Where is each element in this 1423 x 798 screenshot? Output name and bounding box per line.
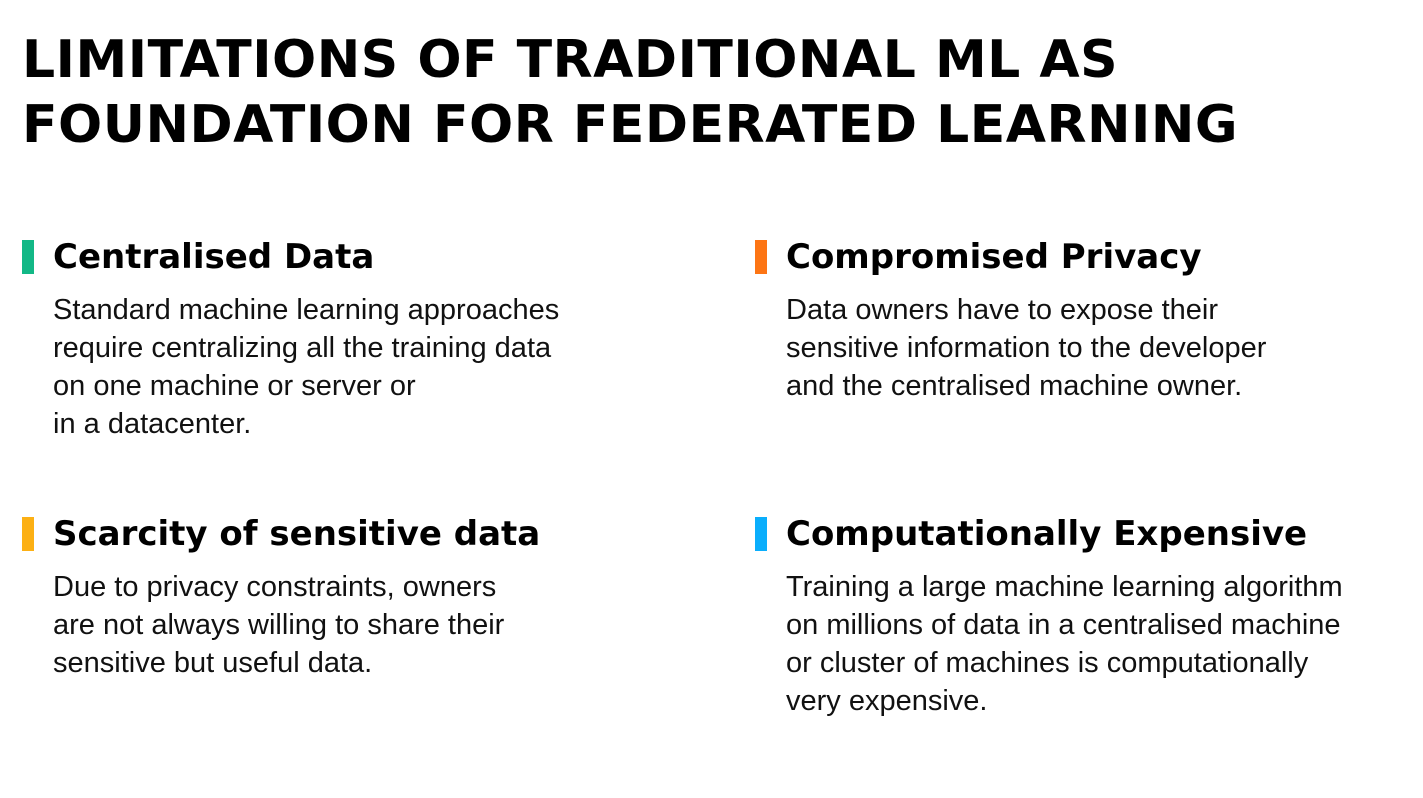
card-heading: Compromised Privacy xyxy=(755,237,1395,277)
page-title: LIMITATIONS OF TRADITIONAL ML AS FOUNDAT… xyxy=(22,28,1402,158)
card-body-line: require centralizing all the training da… xyxy=(53,332,552,364)
card-centralised-data: Centralised Data Standard machine learni… xyxy=(22,237,662,443)
card-body-line: Due to privacy constraints, owners xyxy=(53,571,497,603)
card-computationally-expensive: Computationally Expensive Training a lar… xyxy=(755,514,1395,720)
card-heading: Scarcity of sensitive data xyxy=(22,514,662,554)
accent-bar xyxy=(755,517,767,551)
page-title-line-2: FOUNDATION FOR FEDERATED LEARNING xyxy=(22,95,1239,155)
card-body-line: Data owners have to expose their xyxy=(786,294,1219,326)
card-body: Due to privacy constraints, owners are n… xyxy=(53,568,662,682)
card-body-line: or cluster of machines is computationall… xyxy=(786,647,1309,679)
accent-bar xyxy=(755,240,767,274)
accent-bar xyxy=(22,240,34,274)
card-title: Centralised Data xyxy=(53,237,375,277)
card-compromised-privacy: Compromised Privacy Data owners have to … xyxy=(755,237,1395,405)
accent-bar xyxy=(22,517,34,551)
card-body-line: Training a large machine learning algori… xyxy=(786,571,1343,603)
card-title: Compromised Privacy xyxy=(786,237,1202,277)
card-body: Data owners have to expose their sensiti… xyxy=(786,291,1395,405)
card-scarcity-of-sensitive-data: Scarcity of sensitive data Due to privac… xyxy=(22,514,662,682)
card-body-line: sensitive information to the developer xyxy=(786,332,1267,364)
card-body-line: on millions of data in a centralised mac… xyxy=(786,609,1341,641)
card-title: Scarcity of sensitive data xyxy=(53,514,541,554)
card-heading: Centralised Data xyxy=(22,237,662,277)
card-heading: Computationally Expensive xyxy=(755,514,1395,554)
card-body-line: and the centralised machine owner. xyxy=(786,370,1243,402)
card-body-line: on one machine or server or xyxy=(53,370,416,402)
card-body: Training a large machine learning algori… xyxy=(786,568,1395,720)
page-title-line-1: LIMITATIONS OF TRADITIONAL ML AS xyxy=(22,30,1119,90)
card-body-line: very expensive. xyxy=(786,685,988,717)
card-body: Standard machine learning approaches req… xyxy=(53,291,662,443)
card-body-line: are not always willing to share their xyxy=(53,609,505,641)
card-body-line: Standard machine learning approaches xyxy=(53,294,560,326)
card-body-line: in a datacenter. xyxy=(53,408,252,440)
card-title: Computationally Expensive xyxy=(786,514,1308,554)
card-body-line: sensitive but useful data. xyxy=(53,647,373,679)
